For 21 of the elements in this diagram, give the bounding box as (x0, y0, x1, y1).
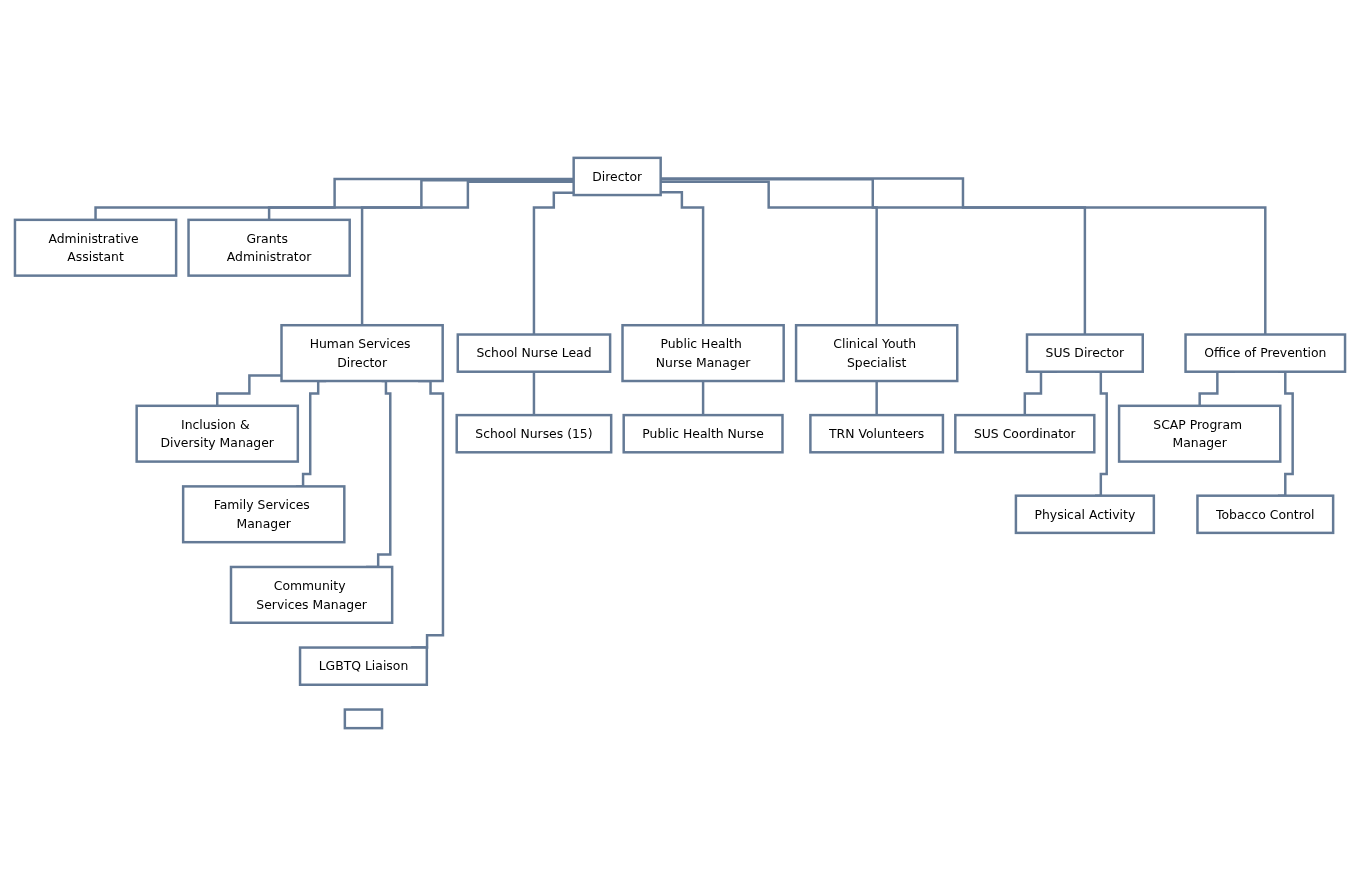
node-box: Community Services Manager (229, 565, 393, 624)
node-box: Human Services Director (279, 324, 444, 383)
node-box: LGBTQ Liaison (298, 646, 428, 686)
node-box: Family Services Manager (181, 485, 346, 544)
node-box: SCAP Program Manager (1117, 404, 1281, 463)
node-box: Clinical Youth Specialist (794, 324, 958, 383)
node-box: Office of Prevention (1183, 333, 1346, 373)
node-box: SUS Director (1025, 333, 1144, 373)
node-box: Director (571, 156, 662, 197)
node-box (343, 708, 383, 730)
node-box: SUS Coordinator (953, 413, 1096, 454)
node-box: Public Health Nurse Manager (620, 324, 785, 383)
node-box: Inclusion & Diversity Manager (134, 404, 299, 463)
node-box: Public Health Nurse (621, 413, 784, 454)
node-box: TRN Volunteers (808, 413, 944, 454)
node-box: Tobacco Control (1195, 494, 1334, 535)
node-box: School Nurse Lead (456, 333, 611, 373)
node-box: School Nurses (15) (455, 413, 612, 454)
node-box: Physical Activity (1014, 494, 1155, 535)
node-box: Administrative Assistant (13, 218, 177, 277)
node-box: Grants Administrator (186, 218, 351, 277)
